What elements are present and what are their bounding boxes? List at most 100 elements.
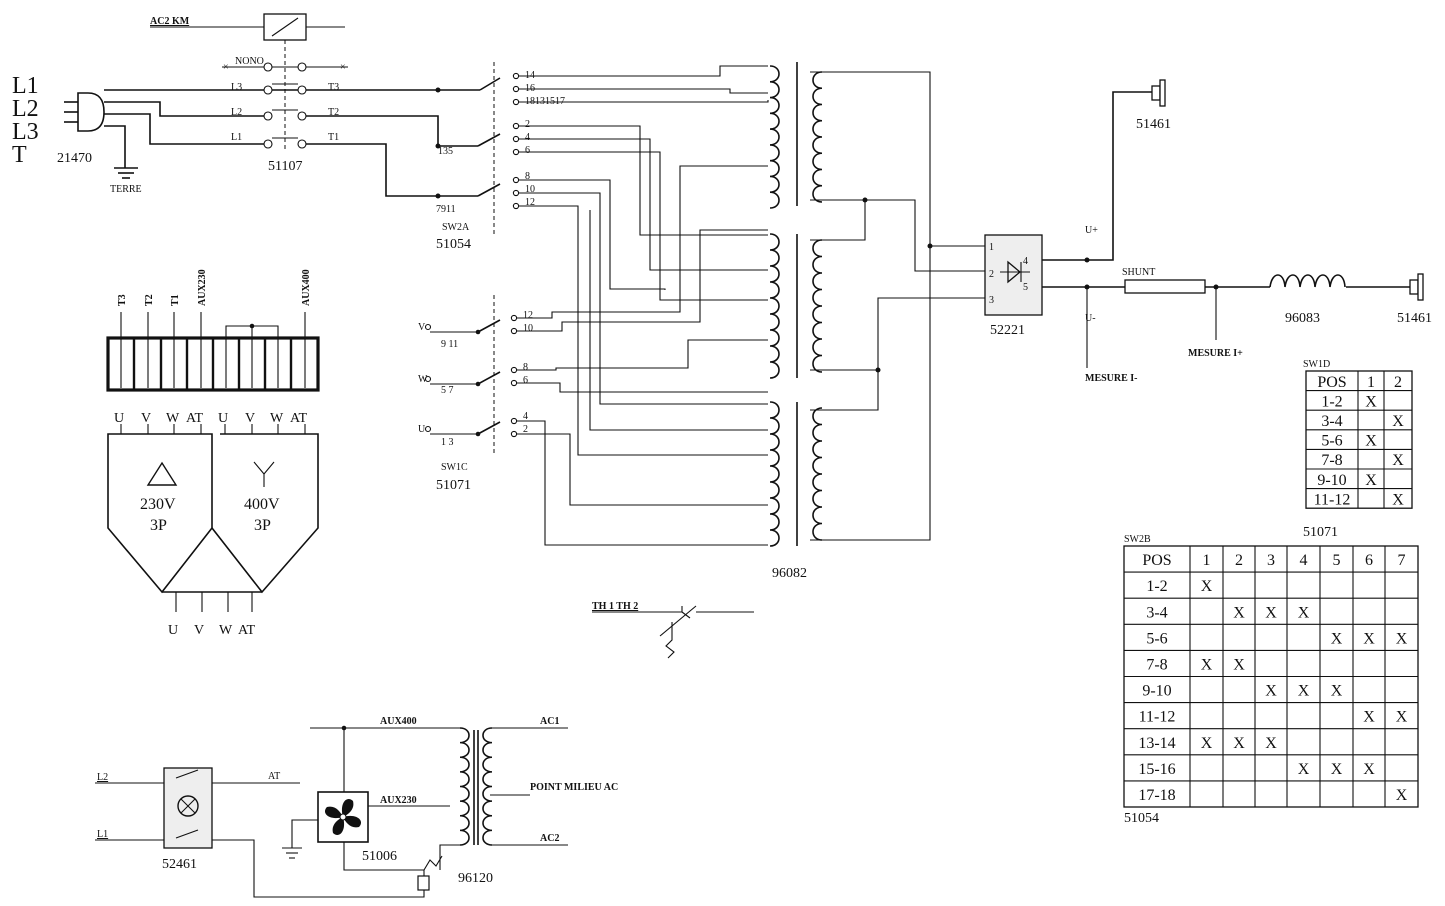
right-phase-v: V	[245, 411, 255, 426]
secondary-coil-2	[812, 239, 823, 373]
sw2b-header-cell: 1	[1203, 552, 1211, 569]
terminal-l2: L2	[231, 107, 242, 118]
sw2b-mark-cell: X	[1265, 604, 1277, 621]
primary-windings	[769, 65, 780, 547]
rectifier-ref: 52221	[990, 323, 1025, 338]
star-plate	[211, 433, 319, 594]
sw2b-mark-cell: X	[1363, 630, 1375, 647]
shunt-icon	[1124, 279, 1206, 294]
socket-ref-top: 51461	[1136, 117, 1171, 132]
sw1d-ref: 51071	[1303, 525, 1338, 540]
star-icon	[253, 461, 275, 487]
primary-coil-3	[769, 401, 780, 547]
sw1c-input-w: W	[418, 374, 428, 385]
sw2b-header-cell: POS	[1142, 552, 1171, 569]
inductor-icon	[1269, 274, 1346, 288]
rect-pin-1: 1	[989, 242, 994, 253]
sw2b-mark-cell: X	[1331, 761, 1343, 778]
sw2b-pos-cell: 11-12	[1139, 709, 1176, 726]
terminal-t1: T1	[328, 132, 339, 143]
sw1d-mark-cell: X	[1365, 433, 1377, 450]
sw1d-pos-cell: 11-12	[1314, 491, 1351, 508]
sw2b-header-cell: 7	[1398, 552, 1406, 569]
sw2b-title: SW2B	[1124, 534, 1151, 545]
ac1-label: AC1	[540, 716, 559, 727]
sw1d-title: SW1D	[1303, 359, 1330, 370]
sw2a-name: SW2A	[442, 222, 470, 233]
sw2b-header-cell: 3	[1267, 552, 1275, 569]
rect-pin-3: 3	[989, 295, 994, 306]
rect-pin-2: 2	[989, 269, 994, 280]
fuse-icon	[417, 875, 430, 891]
sw1d-pos-cell: 1-2	[1321, 393, 1342, 410]
u-minus-label: U-	[1085, 313, 1096, 324]
transformer-ref: 96082	[772, 566, 807, 581]
inductor-ref: 96083	[1285, 311, 1320, 326]
switch-sw1c: V W U 9 11 5 7 1 3 SW1C 51071 12 10 8 6 …	[418, 295, 533, 493]
sw1c-name: SW1C	[441, 462, 468, 473]
sw1c-contact-6: 6	[523, 375, 528, 386]
left-phase-u: U	[114, 411, 124, 426]
aux-transformer-ref: 96120	[458, 871, 493, 886]
contact-label: NONO	[235, 56, 264, 67]
sw2b-mark-cell: X	[1298, 604, 1310, 621]
sw2b-mark-cell: X	[1363, 761, 1375, 778]
sw2b-pos-cell: 1-2	[1146, 578, 1167, 595]
thermal-switch: TH 1 TH 2	[592, 601, 754, 659]
sw2a-contact-6: 6	[525, 145, 530, 156]
fan-ref: 51006	[362, 849, 397, 864]
thermal-label: TH 1 TH 2	[592, 601, 638, 612]
terminal-l1: L1	[231, 132, 242, 143]
secondary-coil-3	[812, 407, 823, 541]
sw1d-pos-cell: 3-4	[1321, 413, 1342, 430]
sw1c-input-v: V	[418, 322, 426, 333]
left-phase-v: V	[141, 411, 151, 426]
mesure-plus-label: MESURE I+	[1188, 348, 1243, 359]
line-label-t: T	[12, 142, 27, 168]
primary-coil-1	[769, 65, 780, 209]
rect-pin-4: 4	[1023, 256, 1028, 267]
sw1c-ref: 51071	[436, 478, 471, 493]
sw2b-header-cell: 2	[1235, 552, 1243, 569]
plug-icon	[77, 92, 105, 132]
thermal-icon	[665, 622, 675, 659]
sw1c-contact-12: 12	[523, 310, 533, 321]
terminal-block: T3 T2 T1 AUX230 AUX400 U V W AT U V W AT	[106, 269, 320, 638]
sw1c-pins-u: 1 3	[441, 437, 454, 448]
sw2b-pos-cell: 5-6	[1146, 630, 1167, 647]
socket-ref-right: 51461	[1397, 311, 1432, 326]
sw1c-contact-2: 2	[523, 424, 528, 435]
sw2b-header-cell: 5	[1333, 552, 1341, 569]
sw2b-pos-cell: 15-16	[1138, 761, 1175, 778]
u-plus-label: U+	[1085, 225, 1098, 236]
svg-text:×: ×	[223, 62, 229, 73]
shunt-label: SHUNT	[1122, 267, 1155, 278]
sw2a-ref: 51054	[436, 237, 471, 252]
sw2b-mark-cell: X	[1233, 656, 1245, 673]
tb-label-aux400: AUX400	[301, 269, 312, 306]
sw2b-mark-cell: X	[1201, 735, 1213, 752]
left-phase-w: W	[166, 411, 180, 426]
point-milieu-label: POINT MILIEU AC	[530, 782, 618, 793]
tb-label-t3: T3	[117, 294, 128, 306]
sw1d-mark-cell: X	[1392, 491, 1404, 508]
sw1d-pos-cell: 7-8	[1321, 452, 1342, 469]
terminal-t2: T2	[328, 107, 339, 118]
plug-ref: 21470	[57, 151, 92, 166]
delta-plate	[107, 433, 213, 594]
sw1d-mark-cell: X	[1365, 472, 1377, 489]
sw1c-contact-8: 8	[523, 362, 528, 373]
sw2b-mark-cell: X	[1233, 604, 1245, 621]
sw1d-pos-cell: 5-6	[1321, 433, 1342, 450]
sw2b-mark-cell: X	[1201, 578, 1213, 595]
rect-pin-5: 5	[1023, 282, 1028, 293]
mesure-minus-label: MESURE I-	[1085, 373, 1138, 384]
sw2b-pos-cell: 7-8	[1146, 656, 1167, 673]
ac2-label: AC2	[540, 833, 559, 844]
aux-primary-coil	[459, 727, 470, 846]
delta-voltage: 230V	[140, 496, 176, 513]
sw2b-mark-cell: X	[1396, 787, 1408, 804]
contactor-51107: AC2 KM NONO × × L3 L2 L1 T3 T2 T1 51107	[150, 13, 478, 199]
